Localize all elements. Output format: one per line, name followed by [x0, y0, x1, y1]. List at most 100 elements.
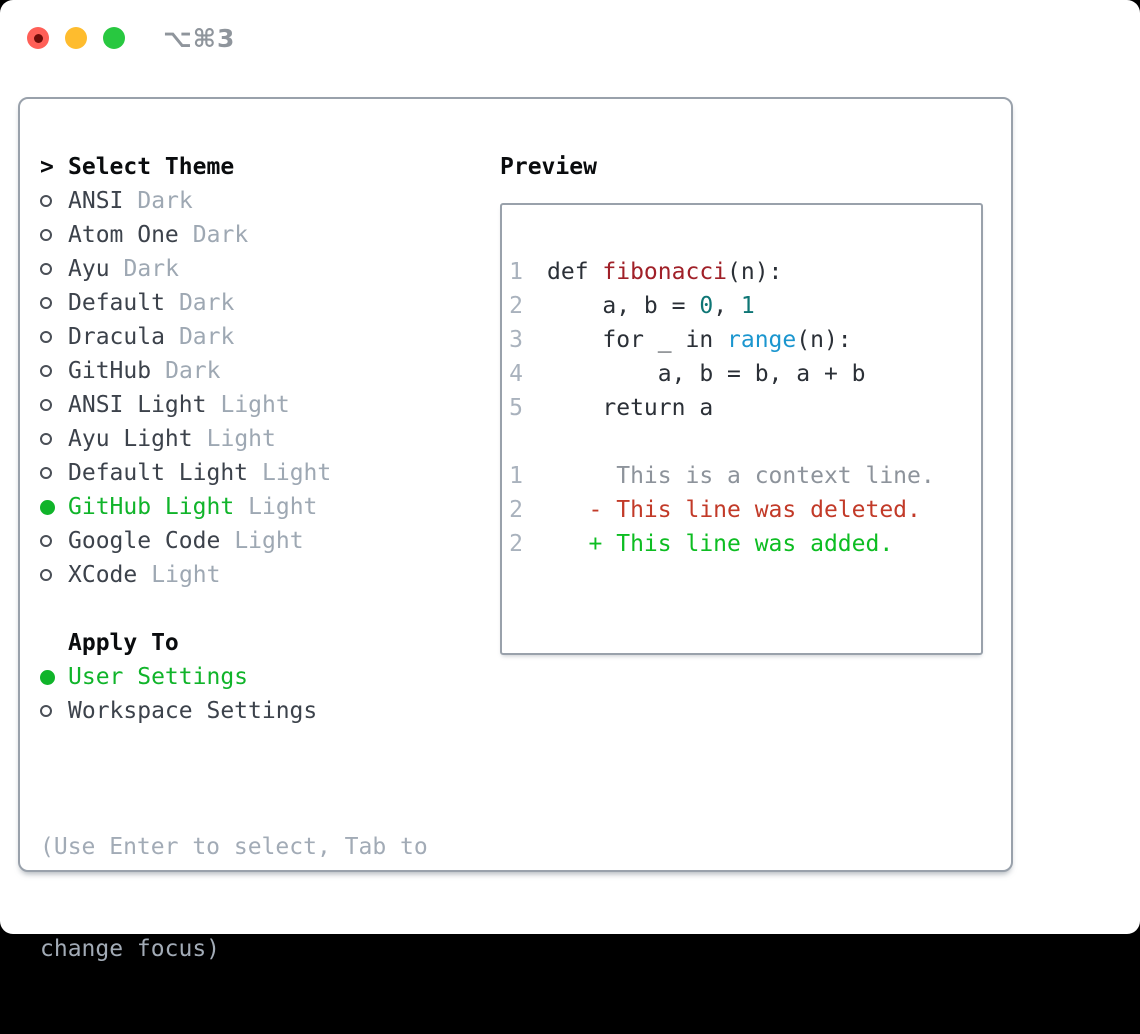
theme-option-ansi[interactable]: ANSI Dark	[40, 184, 428, 218]
help-hint-line-2: change focus)	[40, 936, 221, 962]
line-number: 1	[509, 259, 523, 285]
code-segment: def	[547, 259, 603, 285]
close-button[interactable]	[27, 27, 49, 49]
code-segment: + This line was added.	[588, 531, 894, 557]
theme-variant-tag: Light	[151, 562, 221, 588]
theme-option-default-light[interactable]: Default Light Light	[40, 456, 428, 490]
theme-name: Default	[68, 290, 165, 316]
apply-option-label: User Settings	[68, 664, 249, 690]
window-shortcut-label: ⌥⌘3	[163, 24, 236, 53]
code-text: This is a context line.	[547, 463, 935, 489]
code-segment: 1	[740, 293, 755, 319]
code-segment: fibonacci	[602, 259, 728, 285]
code-segment: - This line was deleted.	[588, 497, 921, 523]
line-number: 2	[509, 531, 523, 557]
theme-variant-tag: Light	[262, 460, 332, 486]
prompt-caret-icon: >	[40, 154, 54, 180]
code-segment: (n):	[796, 327, 852, 353]
theme-option-google-code[interactable]: Google Code Light	[40, 524, 428, 558]
select-theme-header: >Select Theme	[40, 150, 428, 184]
apply-to-title: Apply To	[68, 630, 179, 656]
line-number: 5	[509, 395, 523, 421]
theme-option-default[interactable]: Default Dark	[40, 286, 428, 320]
radio-unselected-icon	[40, 195, 68, 207]
radio-unselected-icon	[40, 297, 68, 309]
radio-unselected-icon	[40, 433, 68, 445]
code-segment: ,	[713, 293, 741, 319]
close-dot-icon	[33, 33, 43, 43]
apply-option-label: Workspace Settings	[68, 698, 318, 724]
help-hint: (Use Enter to select, Tab to change focu…	[40, 762, 428, 1034]
code-line: 2 a, b = 0, 1	[509, 289, 981, 323]
code-text: for _ in range(n):	[547, 327, 852, 353]
help-hint-line-1: (Use Enter to select, Tab to	[40, 834, 428, 860]
code-text: a, b = 0, 1	[547, 293, 755, 319]
code-text: a, b = b, a + b	[547, 361, 866, 387]
code-segment: for _ in	[547, 327, 728, 353]
code-text: def fibonacci(n):	[547, 259, 782, 285]
spacer	[40, 592, 428, 626]
diff-deleted-line: 2 - This line was deleted.	[509, 493, 981, 527]
theme-name: Dracula	[68, 324, 165, 350]
theme-variant-tag: Dark	[165, 358, 221, 384]
radio-unselected-icon	[40, 365, 68, 377]
theme-variant-tag: Dark	[123, 256, 179, 282]
theme-option-atom-one[interactable]: Atom One Dark	[40, 218, 428, 252]
minimize-button[interactable]	[65, 27, 87, 49]
radio-unselected-icon	[40, 331, 68, 343]
theme-option-ansi-light[interactable]: ANSI Light Light	[40, 388, 428, 422]
diff-context-line: 1 This is a context line.	[509, 459, 981, 493]
theme-name: ANSI	[68, 188, 124, 214]
theme-variant-tag: Light	[206, 426, 276, 452]
code-line: 1 def fibonacci(n):	[509, 255, 981, 289]
theme-name: Atom One	[68, 222, 179, 248]
theme-variant-tag: Dark	[137, 188, 193, 214]
theme-variant-tag: Light	[220, 392, 290, 418]
radio-unselected-icon	[40, 263, 68, 275]
blank-line	[509, 425, 981, 459]
theme-variant-tag: Dark	[178, 290, 235, 316]
theme-name: Google Code	[68, 528, 221, 554]
preview-header: Preview	[500, 150, 983, 184]
zoom-button[interactable]	[103, 27, 125, 49]
radio-unselected-icon	[40, 229, 68, 241]
apply-option-workspace-settings[interactable]: Workspace Settings	[40, 694, 428, 728]
code-segment: return a	[547, 395, 714, 421]
radio-unselected-icon	[40, 535, 68, 547]
theme-name: Ayu Light	[68, 426, 193, 452]
theme-variant-tag: Light	[248, 494, 318, 520]
apply-option-user-settings[interactable]: User Settings	[40, 660, 428, 694]
theme-variant-tag: Dark	[178, 324, 235, 350]
theme-option-dracula[interactable]: Dracula Dark	[40, 320, 428, 354]
line-number: 2	[509, 497, 523, 523]
theme-variant-tag: Dark	[192, 222, 249, 248]
theme-name: Ayu	[68, 256, 110, 282]
apply-to-header: Apply To	[68, 626, 428, 660]
theme-name: ANSI Light	[68, 392, 207, 418]
theme-option-ayu-light[interactable]: Ayu Light Light	[40, 422, 428, 456]
code-line: 3 for _ in range(n):	[509, 323, 981, 357]
theme-option-ayu[interactable]: Ayu Dark	[40, 252, 428, 286]
code-line: 4 a, b = b, a + b	[509, 357, 981, 391]
spacer	[40, 728, 428, 762]
title-bar: ⌥⌘3	[0, 0, 1140, 76]
theme-name: Default Light	[68, 460, 249, 486]
code-segment: a, b = b, a + b	[547, 361, 866, 387]
code-text: return a	[547, 395, 713, 421]
radio-unselected-icon	[40, 399, 68, 411]
theme-variant-tag: Light	[234, 528, 304, 554]
code-segment	[547, 497, 589, 523]
radio-unselected-icon	[40, 705, 68, 717]
code-segment: a, b =	[547, 293, 700, 319]
code-segment: This is a context line.	[547, 463, 935, 489]
